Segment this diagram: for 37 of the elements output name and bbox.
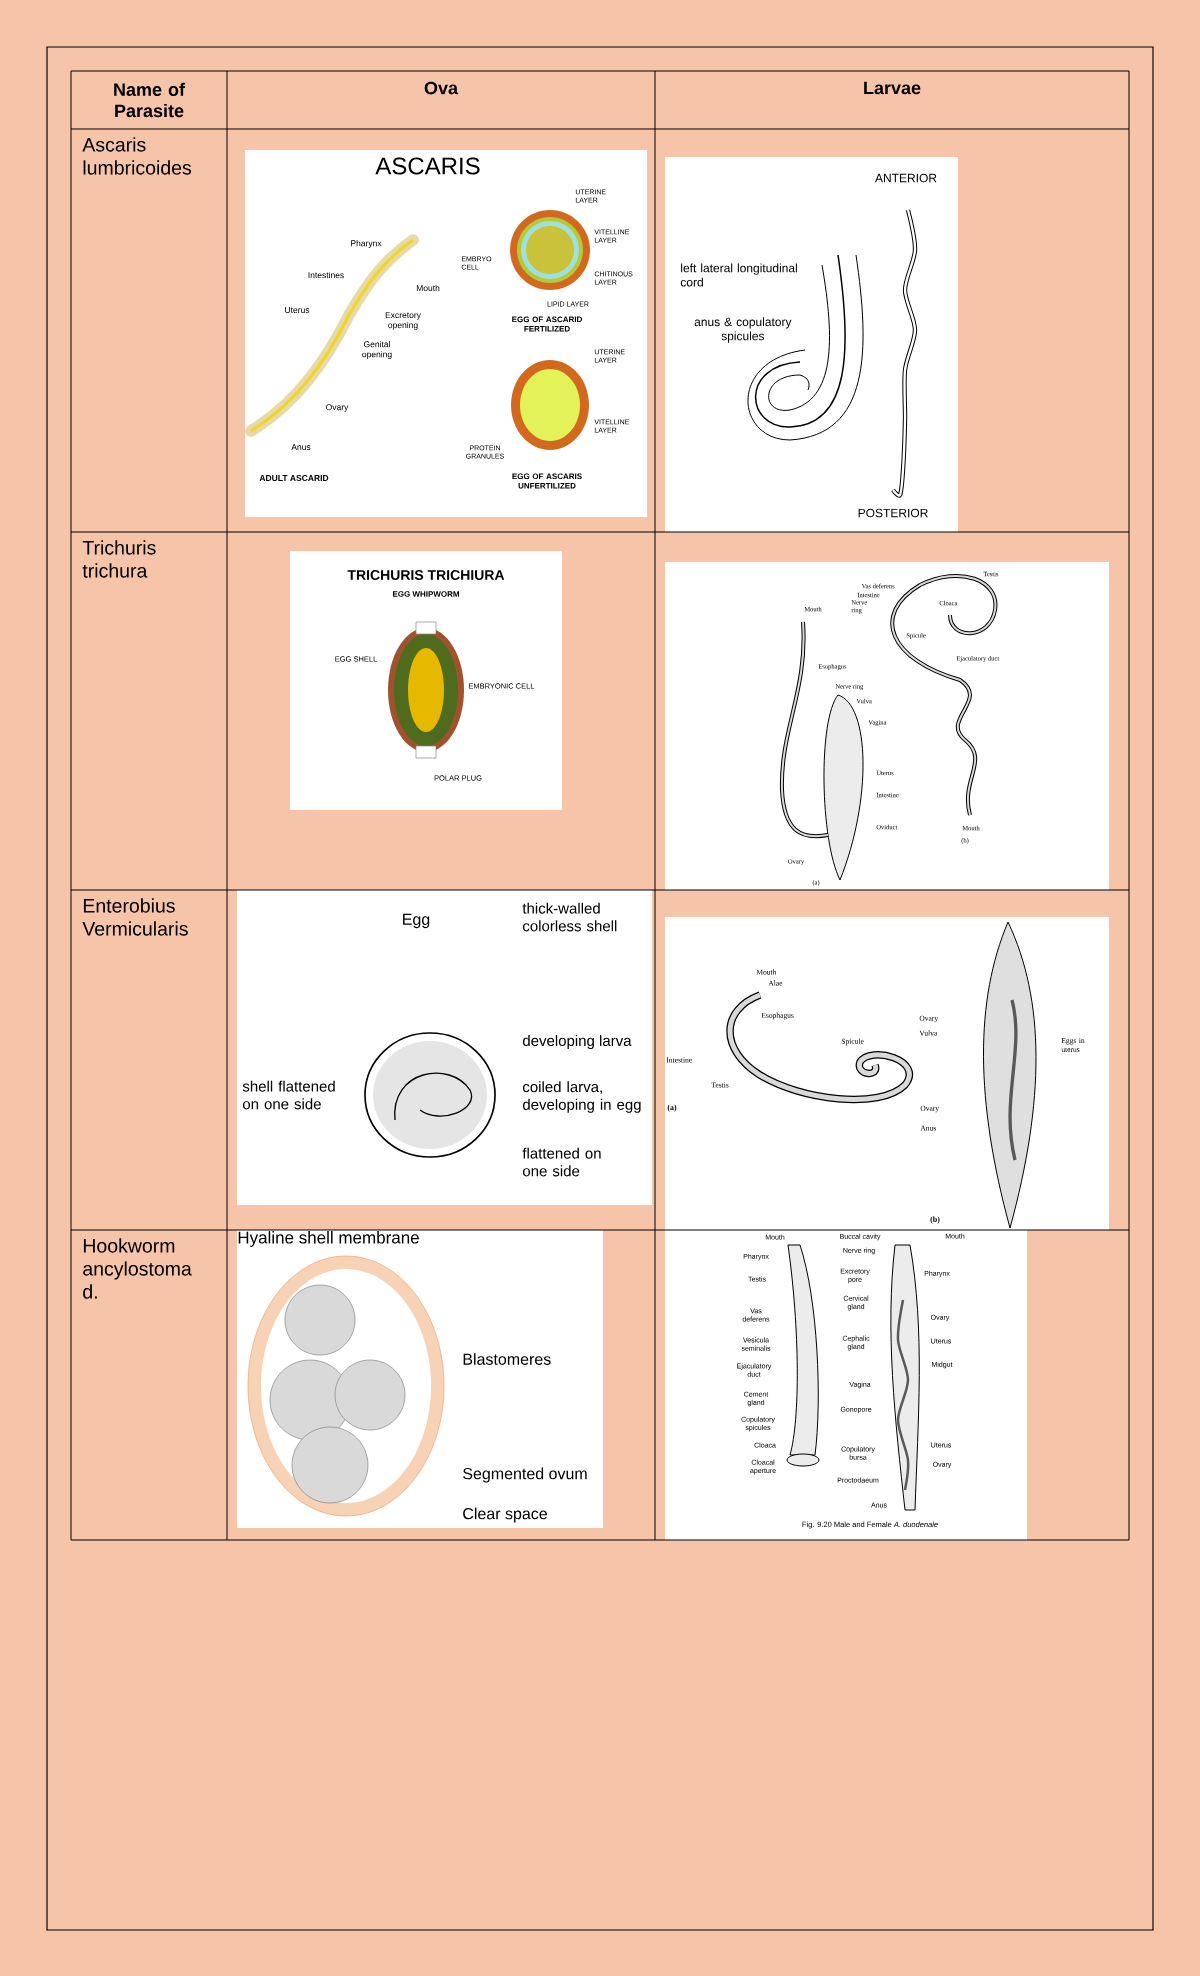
parasite-name: Enterobius Vermicularis xyxy=(82,898,188,936)
part-label: Genital opening xyxy=(362,341,392,359)
part-label: flattened on one side xyxy=(522,1147,601,1177)
part-label: Excretory opening xyxy=(385,312,421,330)
parasite-name: Trichuris trichura xyxy=(82,540,156,578)
part-label: Segmented ovum xyxy=(463,1467,587,1483)
part-label: developing larva xyxy=(522,1035,632,1049)
part-label: Hyaline shell membrane xyxy=(238,1231,419,1247)
image-title: EGG OF ASCARID FERTILIZED xyxy=(512,316,582,332)
part-label: shell flattened on one side xyxy=(242,1080,335,1110)
part-label: Ovary xyxy=(326,404,349,412)
panel-letter: (a) xyxy=(667,1104,677,1112)
parasite-name: Hookworm ancylostoma d. xyxy=(83,1238,192,1299)
image-title: TRICHURIS TRICHIURA xyxy=(347,570,505,580)
part-label: thick-walled colorless shell xyxy=(522,902,617,932)
column-header: Ova xyxy=(424,81,459,95)
column-header: Name of Parasite xyxy=(114,82,186,118)
parasite-name: Ascaris lumbricoides xyxy=(82,137,192,175)
panel-letter: (b) xyxy=(930,1216,940,1224)
part-label: Mouth xyxy=(416,284,440,292)
part-label: Blastomeres xyxy=(463,1353,551,1365)
part-label: POSTERIOR xyxy=(858,508,928,518)
part-label: coiled larva, developing in egg xyxy=(522,1081,641,1113)
image-title: ASCARIS xyxy=(375,157,480,175)
image-title: ADULT ASCARID xyxy=(259,475,329,481)
part-label: Egg xyxy=(403,913,430,929)
part-label: Intestines xyxy=(308,271,344,279)
image-title: EGG WHIPWORM xyxy=(392,591,459,597)
part-label: Clear space xyxy=(463,1507,547,1523)
column-header: Larvae xyxy=(864,81,921,95)
image-title: EGG OF ASCARIS UNFERTILIZED xyxy=(512,473,582,489)
part-label: ANTERIOR xyxy=(875,173,937,183)
part-label: Pharynx xyxy=(351,240,382,248)
part-label: Uterus xyxy=(285,307,310,313)
part-label: Anus xyxy=(291,444,311,450)
part-label: anus & copulatory spicules xyxy=(694,317,792,343)
part-label: left lateral longitudinal cord xyxy=(680,263,797,287)
